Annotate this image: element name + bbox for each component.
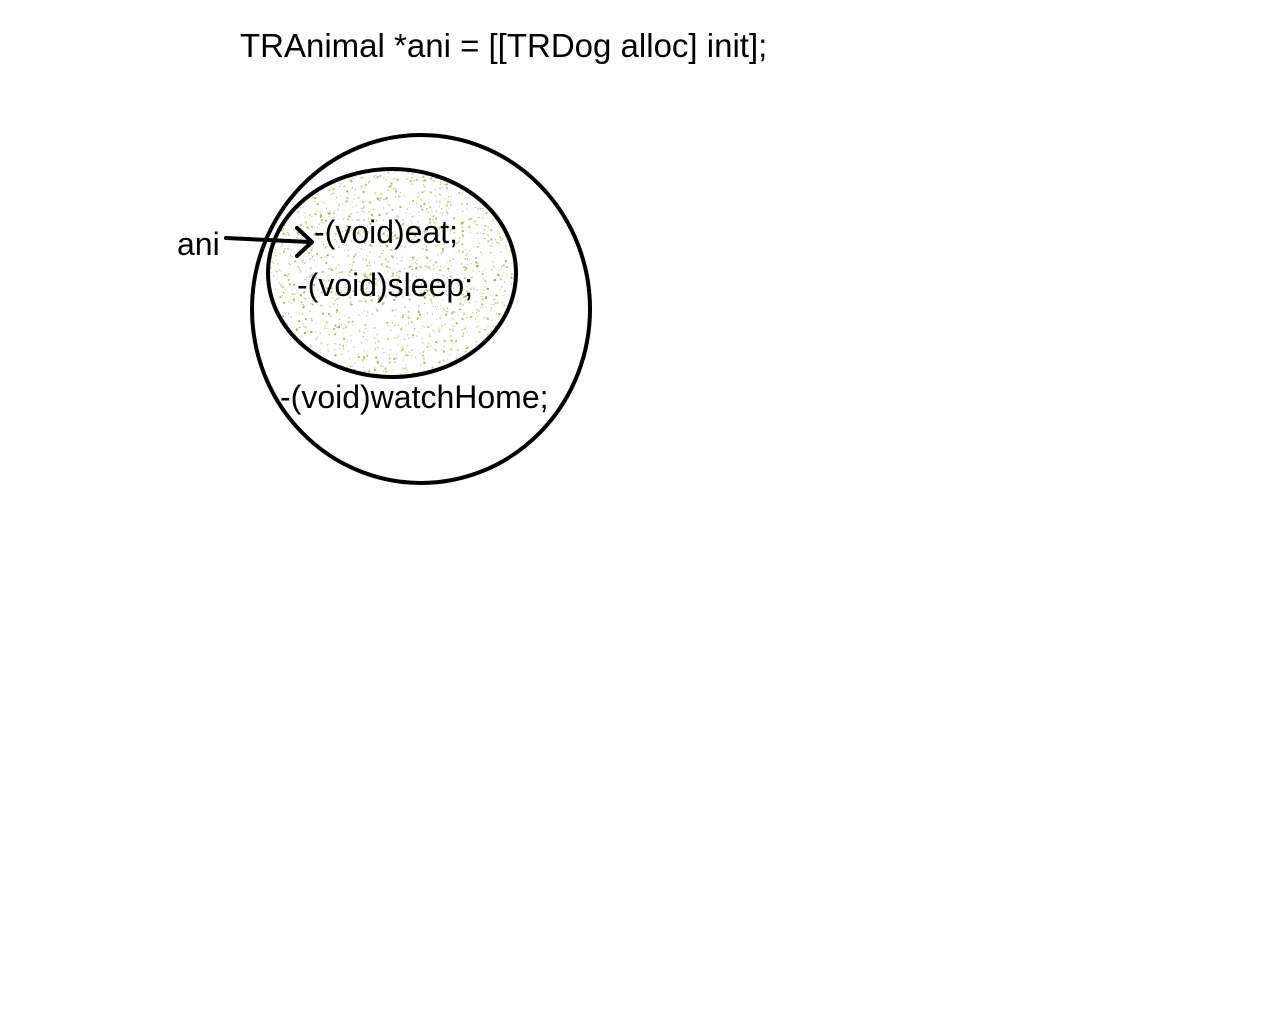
code-statement: TRAnimal *ani = [[TRDog alloc] init]; xyxy=(240,27,768,64)
parent-class-ellipse xyxy=(266,167,518,379)
pointer-arrow xyxy=(224,236,312,244)
subclass-object-ellipse xyxy=(250,133,592,485)
method-eat: -(void)eat; xyxy=(314,214,458,250)
pointer-arrowhead xyxy=(295,226,314,258)
pointer-label: ani xyxy=(177,226,220,262)
method-watch-home: -(void)watchHome; xyxy=(280,379,549,415)
parent-fill-texture xyxy=(269,170,516,377)
method-sleep: -(void)sleep; xyxy=(297,267,473,303)
